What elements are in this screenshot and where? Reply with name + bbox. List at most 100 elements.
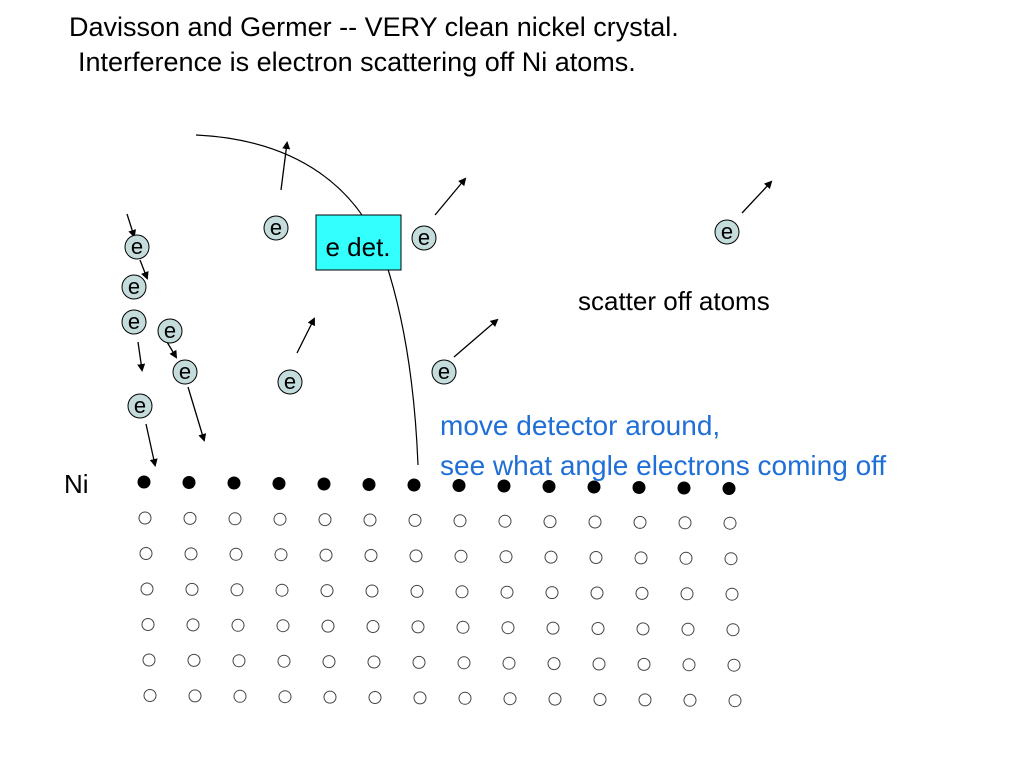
subsurface-atom [455,585,469,599]
electron-arrows [126,141,773,467]
subsurface-atom [453,514,467,528]
detector-path-arc [195,134,419,466]
electron: e [172,359,198,385]
subsurface-atom [277,654,291,668]
detector-box [315,214,402,271]
electron-label: e [164,318,176,343]
subsurface-atom [230,583,244,597]
subsurface-atom [638,693,652,707]
subsurface-atom [591,622,605,635]
electron-circle [121,309,147,335]
electron-circle [714,219,740,245]
subsurface-atom [368,691,382,704]
note-line-1: move detector around, [440,410,720,441]
subsurface-atom [321,619,335,633]
subsurface-atom [412,655,426,669]
subsurface-atom [187,653,201,667]
subsurface-atom [503,692,517,706]
electron: e [127,393,153,419]
electron-circle [263,215,289,241]
electron-label: e [128,274,140,299]
subsurface-atom [323,690,337,704]
surface-atom [362,478,376,491]
subsurface-atom [273,512,287,526]
electron: e [121,274,147,300]
subsurface-atom [593,693,607,706]
electron-circle [431,359,457,385]
subsurface-atom [681,622,695,636]
arrow-out-5 [453,318,499,358]
subsurface-atom [320,584,334,598]
subsurface-atom [498,514,512,528]
surface-atom [407,478,421,492]
subsurface-atom [683,693,697,707]
slide-title: Davisson and Germer -- VERY clean nickel… [69,10,679,80]
subsurface-atom [411,620,425,634]
electron-label: e [270,215,282,240]
subsurface-atom [726,623,740,637]
nickel-lattice [137,475,742,708]
subsurface-atom [410,584,424,598]
subsurface-atom [725,587,739,601]
electron-label: e [134,393,146,418]
arrow-incoming-6 [145,423,158,467]
arrow-incoming-1 [126,213,136,238]
subsurface-atom [138,511,152,525]
subsurface-atom [232,654,246,668]
electron-label: e [418,225,430,250]
subsurface-atom [408,513,422,527]
arrow-out-1 [280,141,291,191]
electron: e [157,318,183,344]
electron-label: e [721,219,733,244]
subsurface-atom [633,515,647,529]
subsurface-atom [500,585,514,599]
subsurface-atom [547,657,561,671]
subsurface-atom [140,582,154,596]
note-line-2: see what angle electrons coming off [440,450,886,481]
subsurface-atom [548,692,562,706]
electron-label: e [131,234,143,259]
subsurface-atom [590,586,604,600]
subsurface-atom [278,690,292,704]
arrow-incoming-4 [166,341,178,359]
subsurface-atom [229,547,243,561]
scatter-label: scatter off atoms [578,286,770,316]
subsurface-atom [680,587,694,601]
surface-atom [452,479,466,492]
subsurface-atom [454,549,468,563]
subsurface-atom [458,691,472,705]
electron: e [714,219,740,245]
subsurface-atom [141,618,155,631]
subsurface-atom [363,513,377,527]
electron-label: e [438,359,450,384]
arrow-out-4 [296,317,315,354]
subsurface-atom [366,620,380,633]
subsurface-atom [143,689,157,702]
electron-circle [172,359,198,385]
detector-label: e det. [325,232,390,262]
subsurface-atom [544,550,558,564]
subsurface-atom [185,582,199,596]
surface-atom [227,476,241,490]
electron-circle [157,318,183,344]
subsurface-atom [231,618,245,632]
subsurface-atom [588,515,602,529]
electron-circle [411,225,437,251]
subsurface-atom [592,657,606,671]
subsurface-atom [274,548,288,562]
subsurface-atom [502,656,516,670]
subsurface-atom [228,512,242,526]
electron: e [411,225,437,251]
subsurface-atom [413,691,427,705]
electron: e [277,369,303,395]
electron-detector: e det. [315,214,402,271]
electron: e [124,234,150,260]
subsurface-atom [456,620,470,634]
electron-circle [124,234,150,260]
arrow-incoming-3 [137,341,146,372]
subsurface-atom [457,656,471,670]
subsurface-atom [139,547,153,560]
surface-atom [272,477,286,490]
